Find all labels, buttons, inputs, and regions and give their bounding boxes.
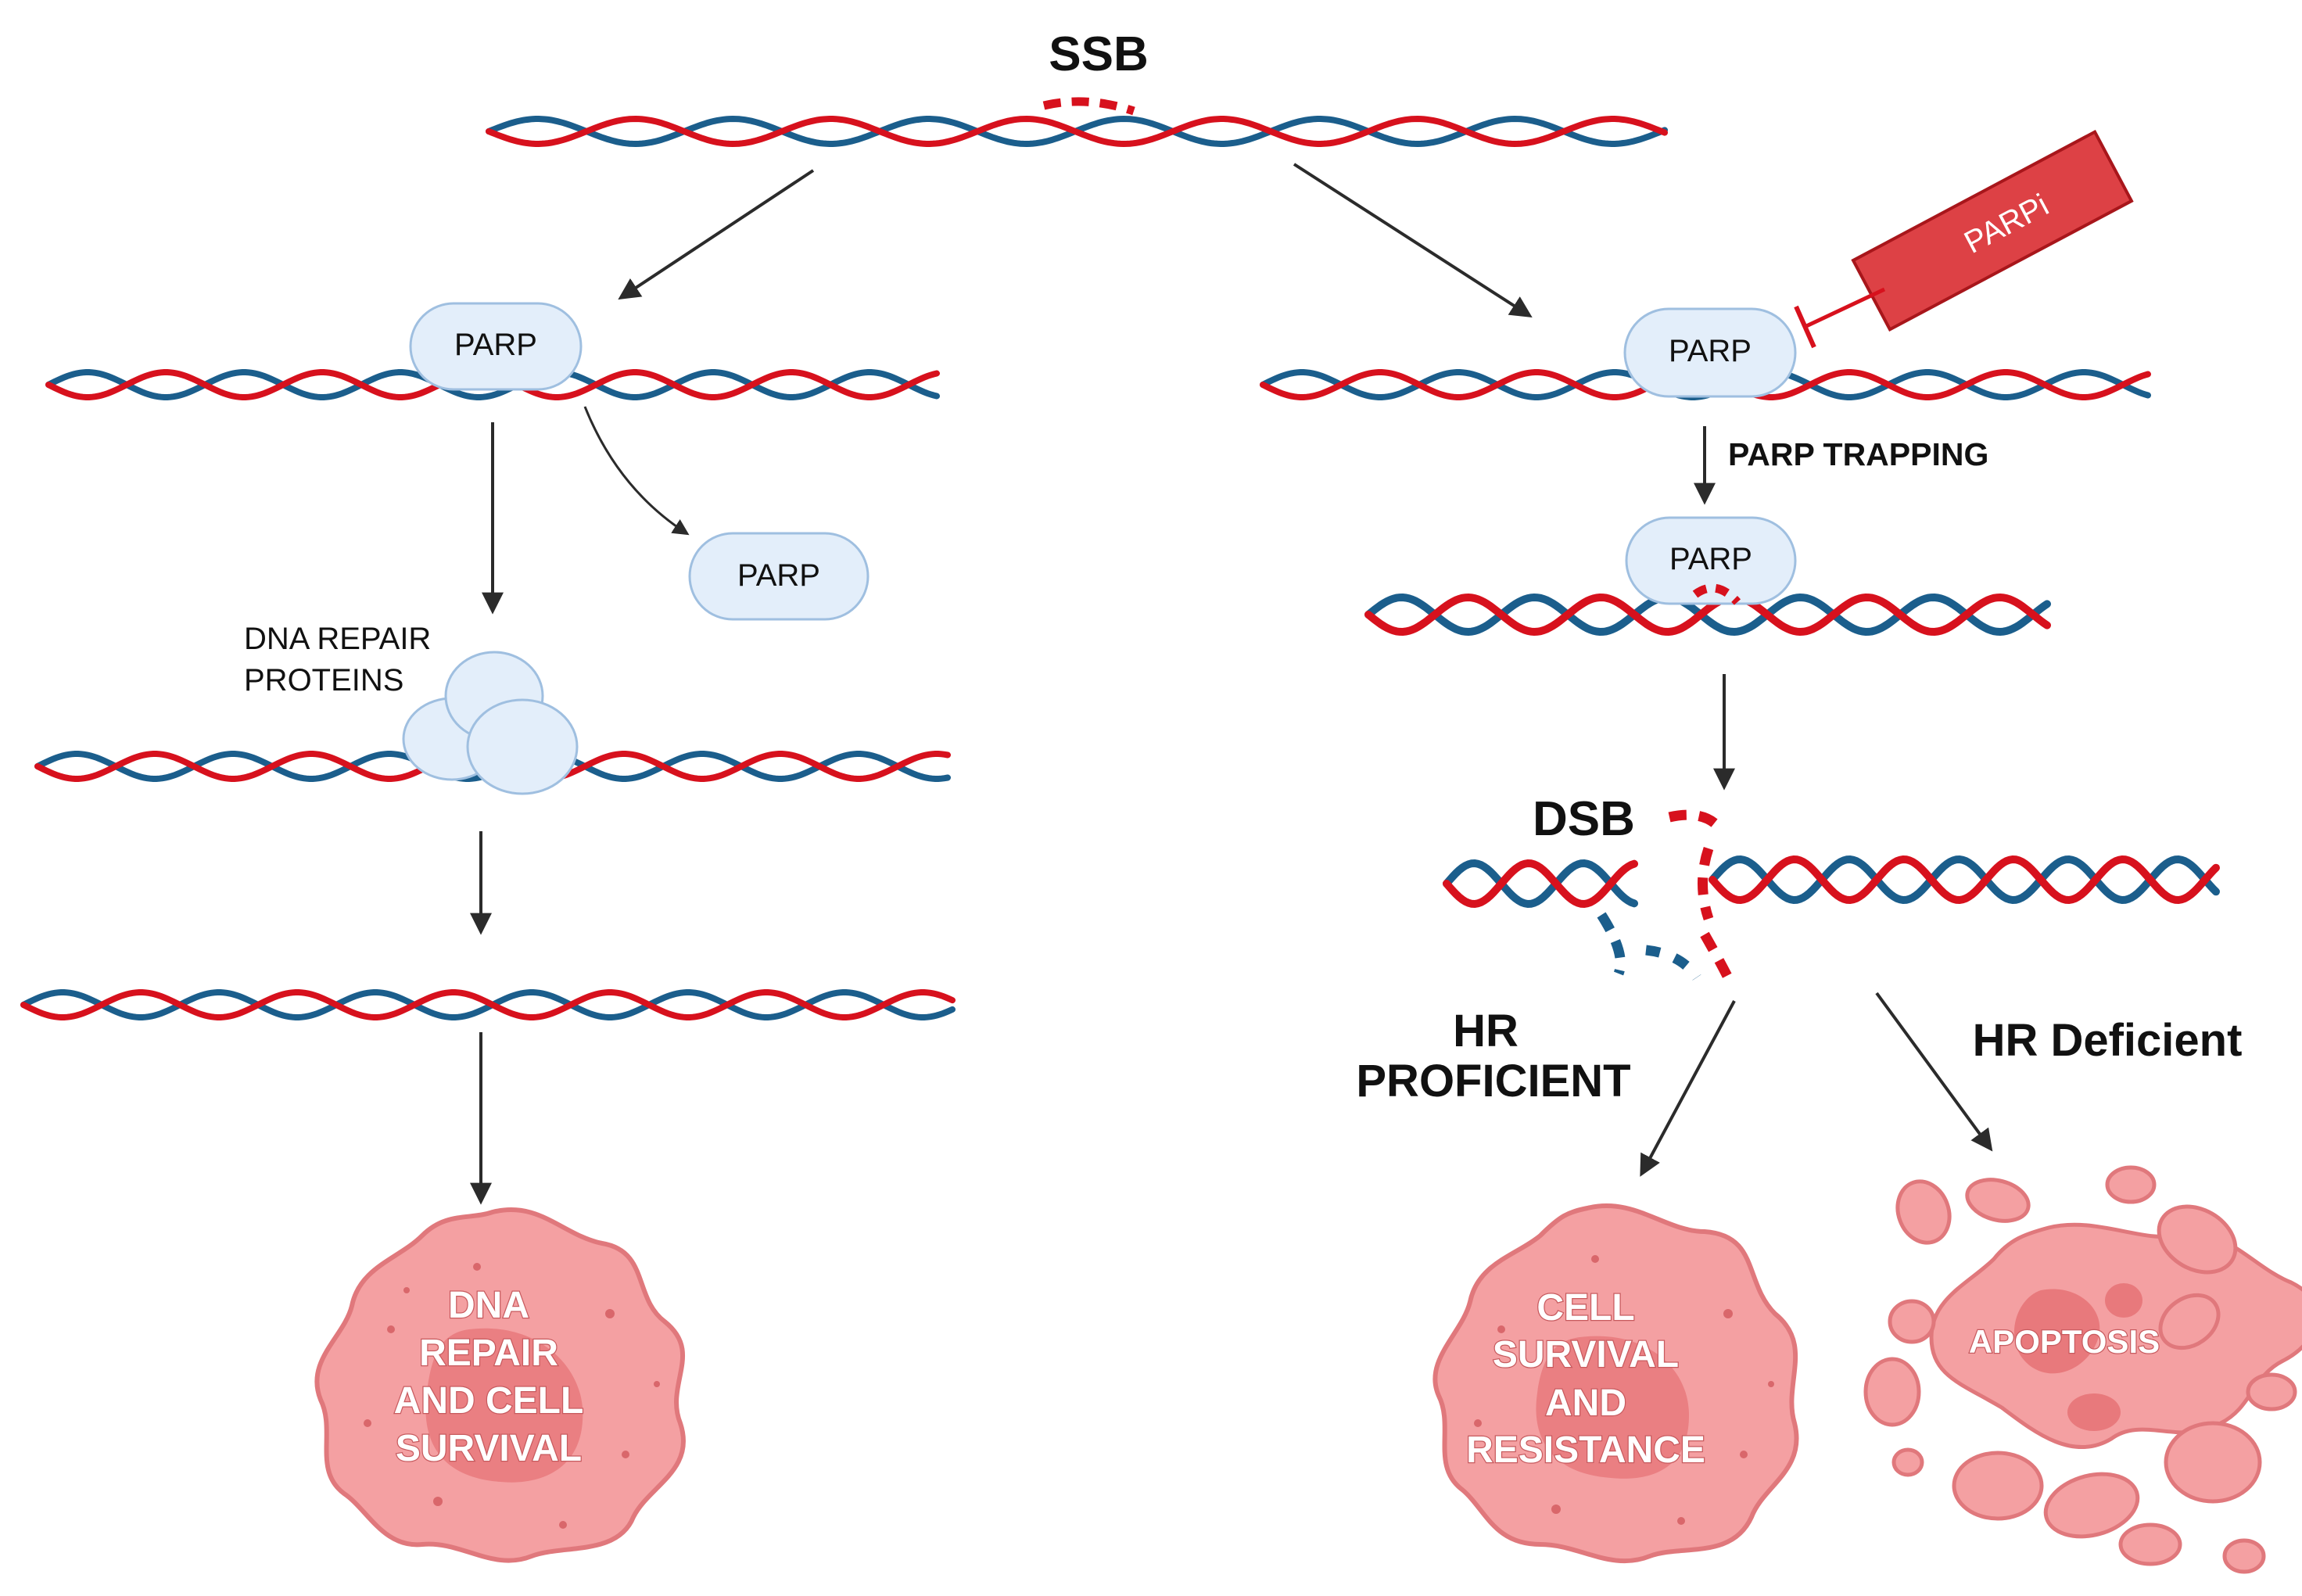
hr-deficient-label: HR Deficient [1973, 1015, 2243, 1066]
pathway-arrows [470, 163, 1993, 1205]
parp-protein-icon [1623, 307, 1797, 398]
parp-protein-left: PARP [409, 302, 583, 391]
apoptotic-cell-fragments-icon [1863, 1165, 2302, 1574]
dna-strand-red [1709, 855, 2220, 905]
parp-inhibitor: PARPi [1794, 129, 2134, 349]
cell-label-line1: CELL [1536, 1287, 1634, 1329]
cell-label-line4: SURVIVAL [396, 1428, 582, 1469]
dsb-break-fragments-icon [1597, 809, 1737, 988]
inhibition-line [1803, 287, 1886, 329]
dna-strand-red [1443, 859, 1638, 909]
nucleus-icon [425, 1328, 583, 1483]
dsb-label: DSB [1533, 792, 1635, 846]
dna-repair-label-line2: PROTEINS [244, 663, 403, 698]
cell-granules-icon [364, 1263, 660, 1529]
parp-protein-icon [688, 532, 870, 621]
cell-label-line4: RESISTANCE [1466, 1429, 1705, 1471]
arrow-dsb-to-proficient [1640, 1000, 1736, 1177]
ssb-label: SSB [1049, 27, 1148, 81]
cell-label-line2: SURVIVAL [1493, 1334, 1679, 1375]
dna-repair-label-line1: DNA REPAIR [244, 622, 431, 656]
nucleus-icon [2013, 1289, 2100, 1374]
dna-strand-blue [1443, 859, 1638, 909]
dna-helix-dsb-right-icon [1709, 855, 2220, 905]
hr-proficient-line1: HR [1453, 1006, 1519, 1056]
parp-trapping-label: PARP TRAPPING [1728, 436, 1988, 472]
dna-helix-trapped-icon [1364, 593, 2051, 637]
nucleus-fragment-icon [2067, 1393, 2121, 1431]
nucleus-icon [1536, 1336, 1689, 1479]
parp-label: PARP [1669, 334, 1752, 368]
parp-label: PARP [737, 558, 820, 593]
hr-proficient-line2: PROFICIENT [1356, 1056, 1630, 1106]
arrow-dsb-to-deficient [1875, 992, 1993, 1152]
arrow-ssb-to-right [1293, 163, 1533, 318]
inhibition-bar-icon [1794, 305, 1816, 349]
cell-label-line2: REPAIR [419, 1332, 558, 1374]
parp-label: PARP [454, 328, 537, 362]
trapped-break-icon [1692, 583, 1741, 605]
dna-strand-red [20, 989, 956, 1020]
cancer-cell-resistance: CELL SURVIVAL AND RESISTANCE [1432, 1203, 1799, 1564]
arrow-parp-release [583, 406, 690, 536]
apoptosis-label: APOPTOSIS [1969, 1323, 2160, 1360]
parp-protein-trapped: PARP [1625, 516, 1797, 605]
dna-strand-red [1364, 593, 2051, 637]
cell-granules-icon [1474, 1255, 1774, 1525]
dna-strand-red [486, 115, 1668, 148]
dna-strand-blue [45, 369, 940, 400]
nucleus-fragment-icon [2105, 1283, 2142, 1318]
apoptotic-cell: APOPTOSIS [1863, 1165, 2302, 1574]
parp-protein-right: PARP [1623, 307, 1797, 398]
cell-label-line3: AND CELL [394, 1380, 584, 1422]
dna-helix-repaired-icon [20, 989, 956, 1020]
parp-protein-released: PARP [688, 532, 870, 621]
parp-protein-icon [1625, 516, 1797, 605]
dna-helix-dsb-left-icon [1443, 859, 1638, 909]
arrow-ssb-to-left [618, 169, 815, 300]
cancer-cell-survival-left: DNA REPAIR AND CELL SURVIVAL [314, 1207, 687, 1563]
parp-protein-icon [409, 302, 583, 391]
dna-helix-ssb-icon [486, 115, 1668, 148]
ssb-break-icon [1042, 97, 1135, 116]
parp-label: PARP [1669, 542, 1752, 576]
repair-protein-cluster-icon [402, 651, 579, 795]
dna-strand-blue [1709, 855, 2220, 905]
cell-label-line1: DNA [448, 1285, 529, 1326]
cell-label-line3: AND [1545, 1383, 1626, 1424]
dna-strand-blue [1364, 593, 2051, 637]
dna-repair-proteins: DNA REPAIR PROTEINS [244, 622, 579, 795]
